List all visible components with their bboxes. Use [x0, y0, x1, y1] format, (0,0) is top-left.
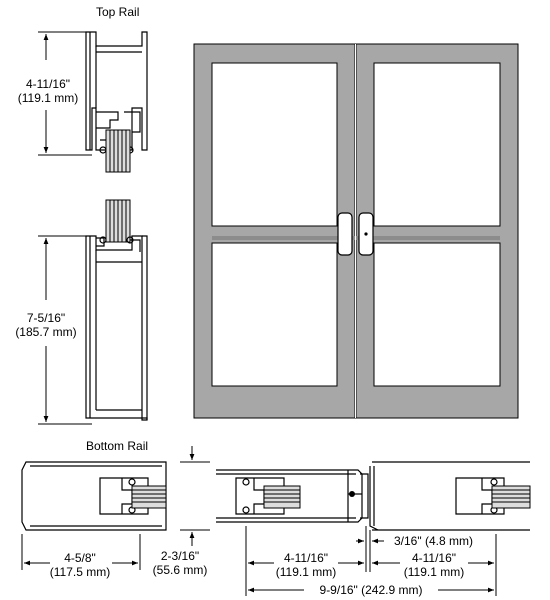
meeting-stile-left-dimension — [245, 526, 367, 596]
meeting-stile-right-dimension — [372, 534, 497, 596]
pivot-pin-icon — [349, 491, 355, 497]
stile-width-mm: (55.6 mm) — [153, 563, 208, 577]
top-rail-label: Top Rail — [96, 5, 139, 19]
right-upper-glass — [373, 62, 501, 227]
right-push-bar — [356, 236, 500, 240]
gap-dimension — [356, 530, 384, 572]
plan-glass-left — [131, 485, 167, 509]
left-door-pull-icon — [337, 212, 353, 256]
rail-depth-mm: (117.5 mm) — [50, 565, 110, 579]
left-upper-glass — [211, 62, 338, 227]
bottom-rail-section — [85, 235, 148, 421]
rail-depth-dimension — [21, 534, 141, 570]
top-rail-height-dimension — [38, 31, 92, 156]
top-rail-section — [85, 31, 148, 154]
plan-section-meeting-stiles — [216, 461, 530, 531]
meeting-stile-left-in: 4-11/16" — [284, 551, 328, 565]
left-push-bar — [212, 236, 355, 240]
door-elevation — [193, 43, 519, 419]
overall-width: 9-9/16" (242.9 mm) — [320, 583, 423, 597]
meeting-stile-left-mm: (119.1 mm) — [276, 565, 336, 579]
right-lower-glass — [373, 242, 501, 387]
rail-depth-in: 4-5/8" — [64, 551, 96, 565]
plan-glass-meeting — [263, 485, 531, 509]
gap-label: 3/16" (4.8 mm) — [394, 534, 473, 548]
bottom-rail-label: Bottom Rail — [86, 439, 148, 453]
left-lower-glass — [211, 242, 338, 387]
glass-panel-bottom — [105, 199, 131, 243]
stile-width-dimension — [180, 446, 210, 546]
bottom-rail-height-dimension — [38, 235, 92, 425]
stile-width-in: 2-3/16" — [161, 549, 199, 563]
bottom-rail-height-mm: (185.7 mm) — [15, 325, 76, 339]
top-rail-height-mm: (119.1 mm) — [18, 91, 78, 105]
meeting-stile-right-mm: (119.1 mm) — [404, 565, 464, 579]
bottom-rail-height-in: 7-5/16" — [27, 311, 65, 325]
glass-panel-top — [105, 129, 131, 173]
meeting-stile-right-in: 4-11/16" — [412, 551, 456, 565]
top-rail-height-in: 4-11/16" — [26, 77, 70, 91]
